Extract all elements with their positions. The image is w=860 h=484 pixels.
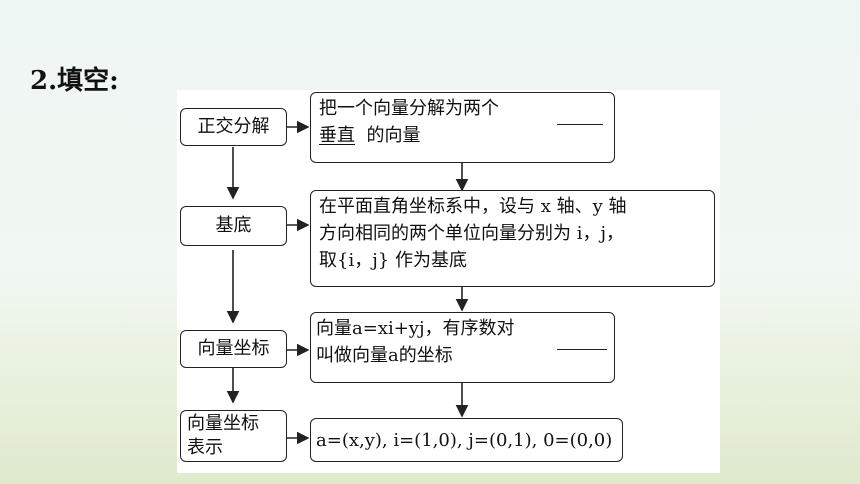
box-coordinate-definition: 向量a=xi+yj，有序数对 叫做向量a的坐标 [310,312,615,383]
coordinate-text-line1: 向量a=xi+yj，有序数对 [316,318,515,339]
answer-blank [557,349,607,350]
box-decomposition-definition: 把一个向量分解为两个 垂直 的向量 [310,92,615,163]
box-label: 基底 [215,215,252,236]
basis-text-line1: 在平面直角坐标系中，设与 x 轴、y 轴 [319,196,627,217]
box-vector-coordinates: 向量坐标 [180,330,287,368]
box-coordinate-representations: a=(x,y), i=(1,0), j=(0,1), 0=(0,0) [310,418,623,462]
box-coordinate-representation: 向量坐标 表示 [180,410,287,462]
definition-text-rest: 的向量 [366,125,421,146]
representation-text: a=(x,y), i=(1,0), j=(0,1), 0=(0,0) [316,430,613,451]
flowchart: 正交分解 基底 向量坐标 向量坐标 表示 把一个向量分解为两个 垂直 的向量 在… [177,90,720,473]
box-label: 向量坐标 [197,338,270,359]
box-label-line1: 向量坐标 [187,413,259,434]
coordinate-text-line2: 叫做向量a的坐标 [316,345,453,366]
section-heading: 2.填空: [30,66,119,96]
box-label: 正交分解 [197,116,270,137]
answer-blank [557,124,603,125]
box-basis-definition: 在平面直角坐标系中，设与 x 轴、y 轴 方向相同的两个单位向量分别为 i，j，… [310,190,715,287]
box-basis: 基底 [180,206,287,246]
box-label-line2: 表示 [187,437,223,458]
answer-vertical: 垂直 [319,125,355,146]
basis-text-line2: 方向相同的两个单位向量分别为 i，j， [319,223,625,244]
flow-arrows [226,120,469,445]
box-orthogonal-decomposition: 正交分解 [180,108,287,146]
definition-text: 把一个向量分解为两个 [319,98,499,119]
basis-text-line3: 取{i，j} 作为基底 [319,250,467,271]
